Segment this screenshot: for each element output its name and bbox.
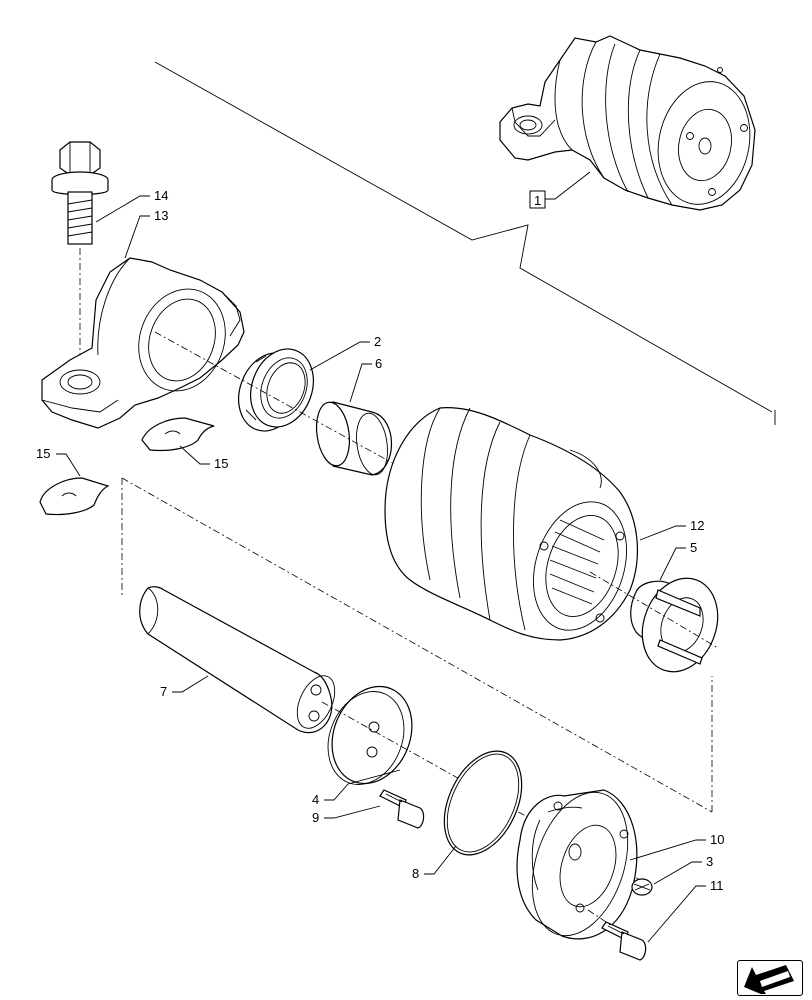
previous-page-button[interactable] (737, 960, 803, 997)
callout-9[interactable]: 9 (312, 810, 319, 825)
callout-4[interactable]: 4 (312, 792, 319, 807)
collar-5[interactable] (630, 568, 730, 683)
bolt-14[interactable] (51, 141, 109, 245)
callout-7[interactable]: 7 (160, 684, 167, 699)
shim-15-upper[interactable] (141, 417, 215, 452)
callout-2[interactable]: 2 (374, 334, 381, 349)
shim-15-lower[interactable] (39, 477, 110, 516)
arrow-down-left-icon (744, 965, 794, 997)
callout-13[interactable]: 13 (154, 208, 168, 223)
o-ring-8[interactable] (429, 739, 537, 867)
callout-11[interactable]: 11 (710, 878, 724, 893)
callout-15-left[interactable]: 15 (36, 446, 50, 461)
callout-6[interactable]: 6 (375, 356, 382, 371)
plate-4[interactable] (315, 674, 426, 796)
callout-10[interactable]: 10 (710, 832, 724, 847)
seal-2[interactable] (228, 340, 324, 440)
callout-15-right[interactable]: 15 (214, 456, 228, 471)
callout-12[interactable]: 12 (690, 518, 704, 533)
callout-3[interactable]: 3 (706, 854, 713, 869)
callout-box-1 (529, 190, 546, 209)
assembly-separator-line (154, 61, 773, 413)
bushing-6[interactable] (313, 400, 392, 477)
callout-8[interactable]: 8 (412, 866, 419, 881)
bolt-9[interactable] (379, 789, 425, 829)
bracket-13[interactable] (41, 257, 245, 429)
plug-3[interactable] (631, 878, 653, 896)
shaft-7[interactable] (139, 586, 343, 734)
housing-10[interactable] (515, 780, 644, 948)
callout-14[interactable]: 14 (154, 188, 168, 203)
bolt-11[interactable] (601, 921, 647, 961)
callout-5[interactable]: 5 (690, 540, 697, 555)
assembled-roller[interactable] (499, 35, 761, 213)
roller-12[interactable] (384, 407, 642, 643)
callout-1[interactable]: 1 (534, 193, 541, 208)
